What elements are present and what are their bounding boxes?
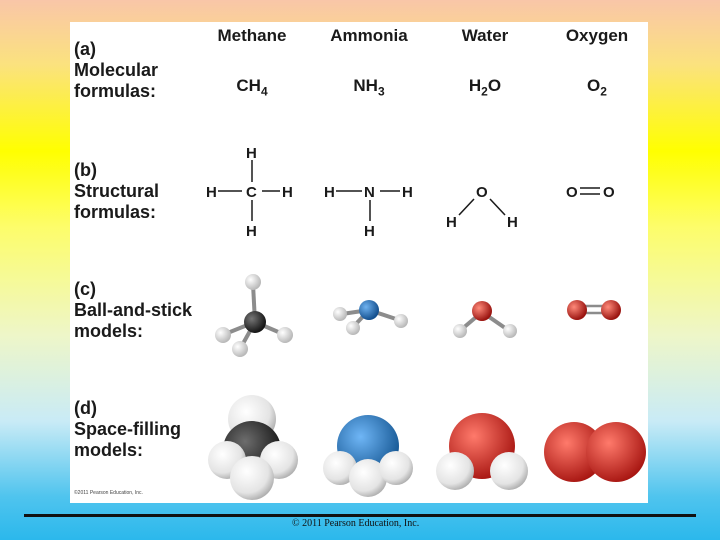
water-struct-o: O — [476, 184, 488, 201]
methane-struct-h-left: H — [206, 184, 217, 201]
panel-copyright: ©2011 Pearson Education, Inc. — [74, 490, 143, 496]
ammonia-struct-h-left: H — [324, 184, 335, 201]
oxygen-struct-o-left: O — [566, 184, 578, 201]
water-sf-h-right — [490, 452, 528, 490]
methane-h-ball-left — [215, 327, 231, 343]
oxygen-struct-o-right: O — [603, 184, 615, 201]
oxygen-sf-o-right — [586, 422, 646, 482]
ammonia-sf-h-bottom — [349, 459, 387, 497]
column-header-methane: Methane — [217, 26, 287, 45]
oxygen-sf-o-left — [544, 422, 604, 482]
footer-copyright: © 2011 Pearson Education, Inc. — [292, 518, 420, 529]
water-h-ball-left — [453, 324, 467, 338]
ammonia-n-ball — [359, 300, 379, 320]
column-header-ammonia: Ammonia — [330, 26, 408, 45]
water-h-ball-right — [503, 324, 517, 338]
methane-struct-h-bottom: H — [246, 223, 257, 240]
formula-methane: CH4 — [236, 76, 268, 99]
ammonia-h-ball-left — [333, 307, 347, 321]
formula-oxygen: O2 — [587, 76, 607, 99]
water-struct-h-left: H — [446, 214, 457, 231]
water-o-ball — [472, 301, 492, 321]
formula-ammonia: NH3 — [353, 76, 385, 99]
column-header-water: Water — [461, 26, 509, 45]
water-struct-h-right: H — [507, 214, 518, 231]
methane-struct-h-top: H — [246, 145, 257, 162]
footer-divider — [24, 514, 696, 517]
oxygen-o-ball-left — [567, 300, 587, 320]
ball-and-stick-models — [208, 274, 646, 500]
ammonia-struct-n: N — [364, 184, 375, 201]
formula-water: H2O — [468, 76, 502, 99]
ammonia-sf-h-left — [323, 451, 357, 485]
methane-struct-h-right: H — [282, 184, 293, 201]
ammonia-sf-h-right — [379, 451, 413, 485]
methane-h-ball-top — [245, 274, 261, 290]
ammonia-h-ball-right — [394, 314, 408, 328]
water-sf-h-left — [436, 452, 474, 490]
methane-h-ball-right — [277, 327, 293, 343]
ammonia-struct-h-right: H — [402, 184, 413, 201]
structural-formulas: H H C H H H N H H O H H O O — [206, 145, 615, 240]
methane-struct-c: C — [246, 184, 257, 201]
ammonia-struct-h-bottom: H — [364, 223, 375, 240]
oxygen-o-ball-right — [601, 300, 621, 320]
methane-c-ball — [244, 311, 266, 333]
methane-h-ball-bottom — [232, 341, 248, 357]
ammonia-h-ball-bottom — [346, 321, 360, 335]
molecule-figure-panel: Methane Ammonia Water Oxygen (a)Molecula… — [70, 22, 648, 503]
column-header-oxygen: Oxygen — [565, 26, 629, 45]
methane-sf-h-bottom — [230, 456, 274, 500]
